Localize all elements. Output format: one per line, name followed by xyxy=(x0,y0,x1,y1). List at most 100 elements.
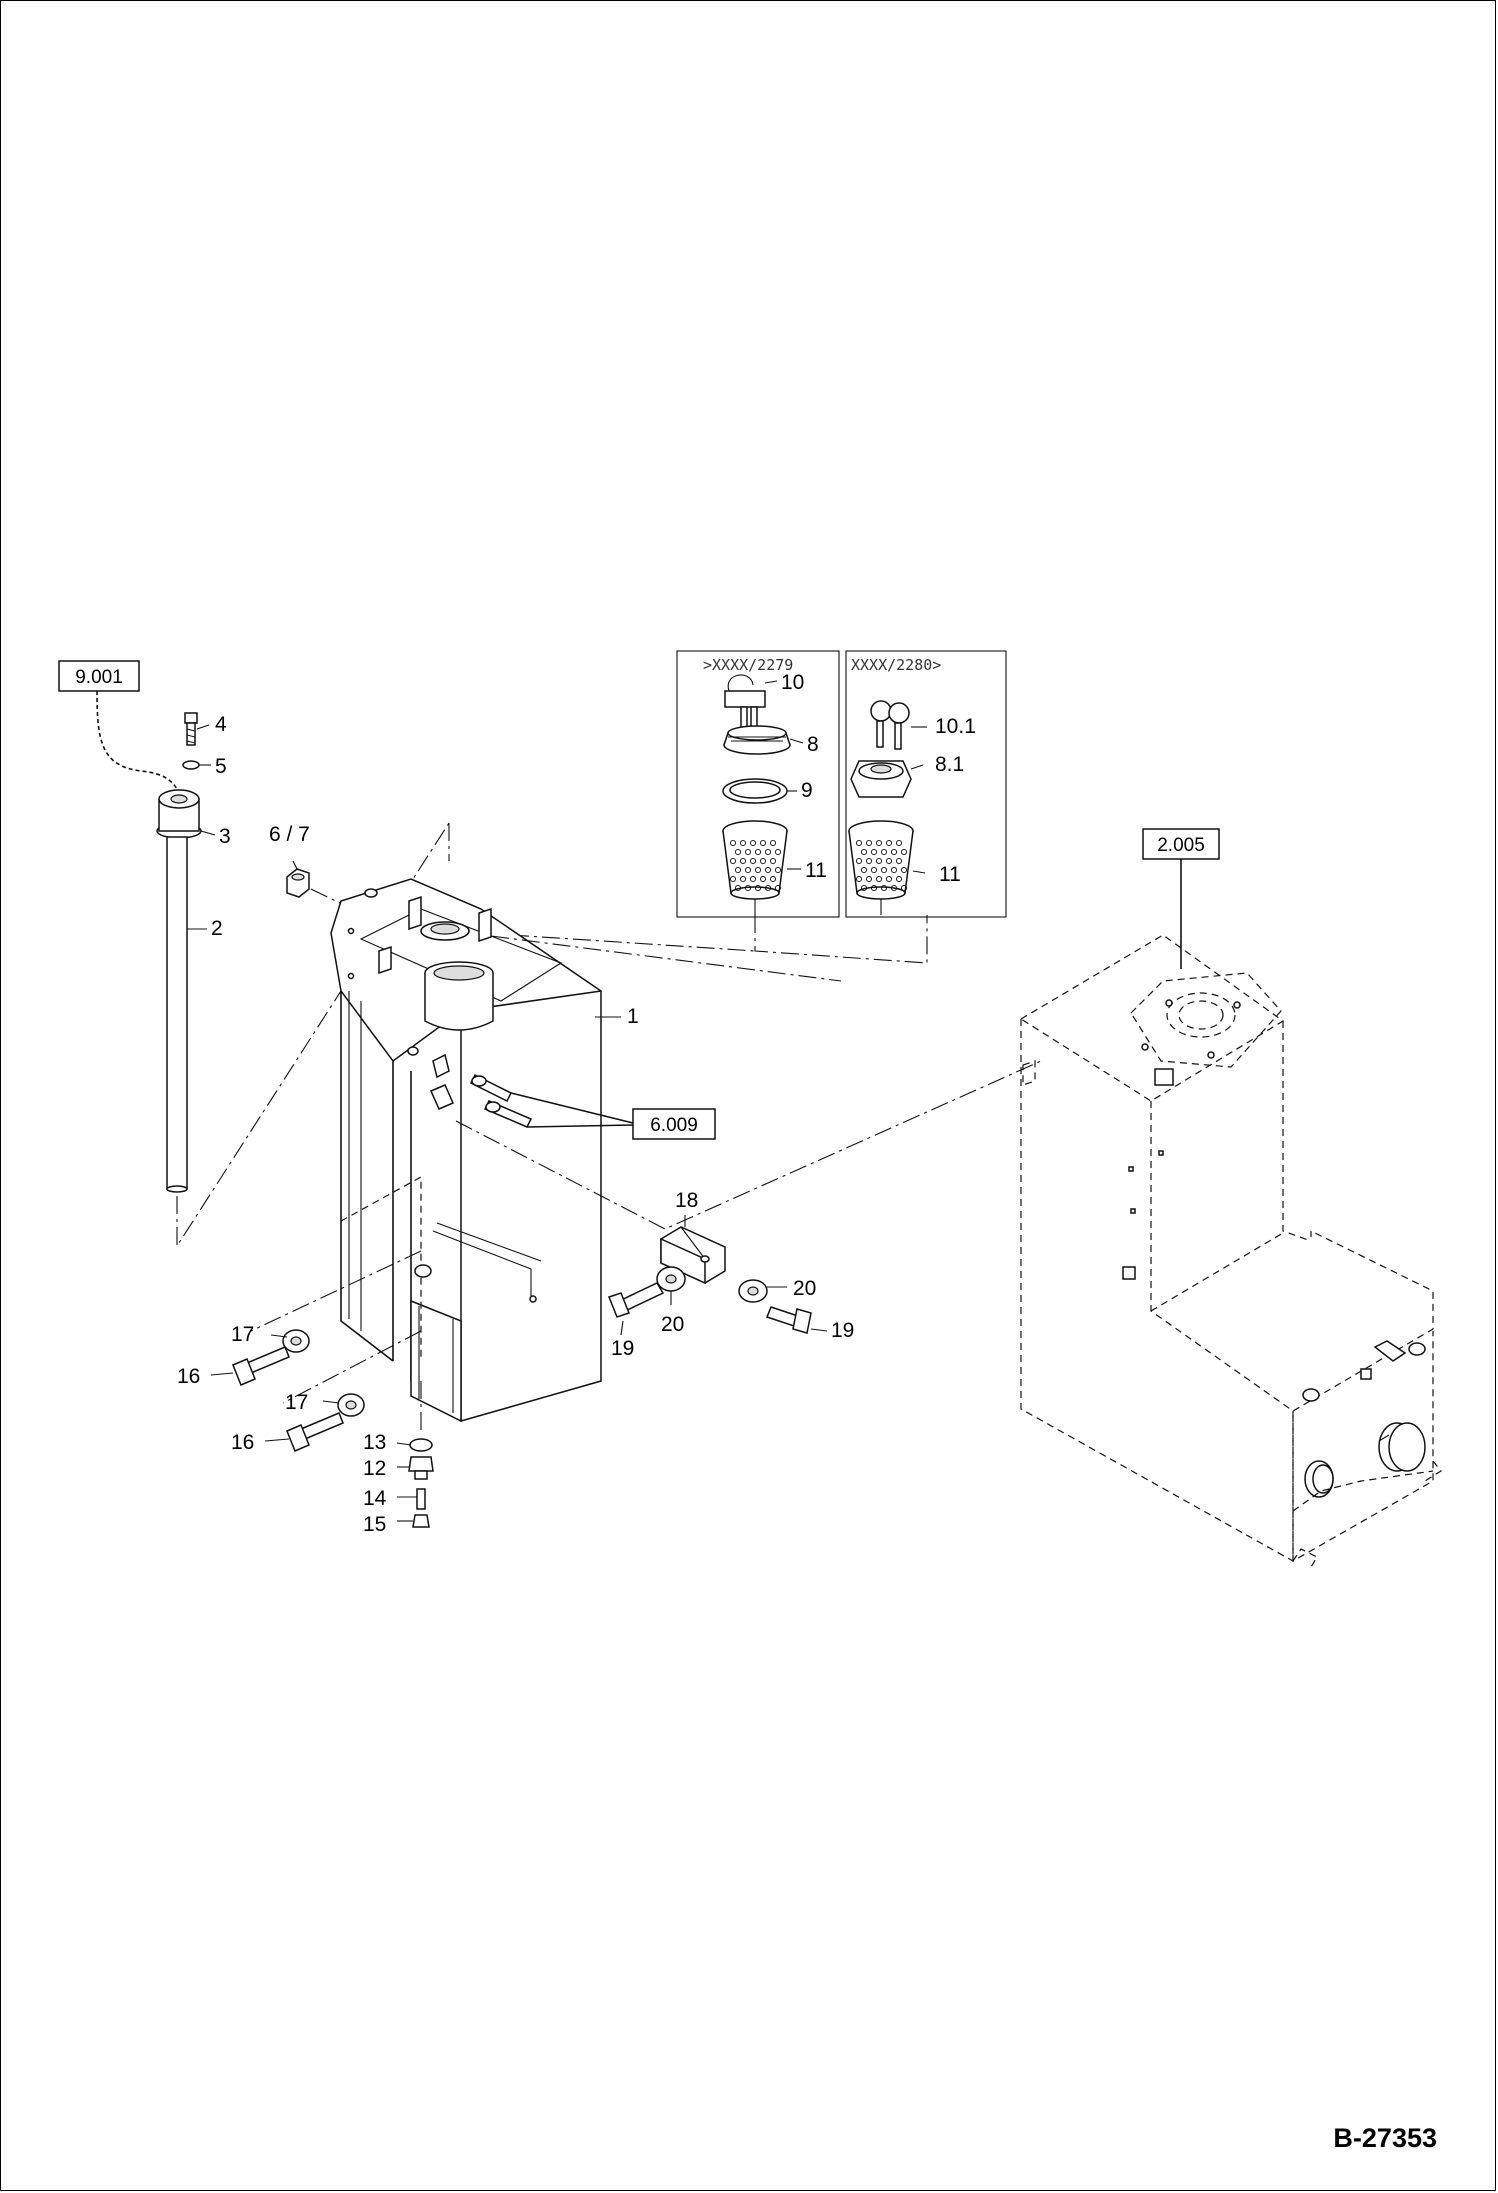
label-10-1[interactable]: 10.1 xyxy=(935,715,976,738)
strainer-hole xyxy=(729,857,737,865)
strainer-hole xyxy=(744,848,752,856)
frame-port-small xyxy=(1304,1460,1334,1498)
strainer-hole xyxy=(754,866,762,874)
strainer-hole xyxy=(744,884,752,892)
label-5[interactable]: 5 xyxy=(215,755,227,778)
label-20-left[interactable]: 20 xyxy=(661,1313,684,1336)
strainer-hole xyxy=(860,866,868,874)
strainer-hole xyxy=(769,875,777,883)
strainer-hole xyxy=(739,857,747,865)
strainer-hole xyxy=(729,839,737,847)
strainer-hole xyxy=(880,884,888,892)
label-9[interactable]: 9 xyxy=(801,779,813,802)
strainer-hole xyxy=(870,848,878,856)
strainer-hole xyxy=(855,857,863,865)
ref-box-9001[interactable]: 9.001 xyxy=(58,660,140,692)
strainer-hole xyxy=(769,839,777,847)
label-19-left[interactable]: 19 xyxy=(611,1337,634,1360)
strainer-hole xyxy=(875,875,883,883)
label-17-lower[interactable]: 17 xyxy=(285,1391,308,1414)
strainer-hole xyxy=(895,857,903,865)
washer-17a xyxy=(282,1329,310,1353)
filler-cap-8 xyxy=(723,725,791,755)
label-2[interactable]: 2 xyxy=(211,917,223,940)
strainer-hole xyxy=(759,839,767,847)
strainer-hole xyxy=(764,884,772,892)
strainer-hole xyxy=(865,857,873,865)
level-sensor-tube-2 xyxy=(166,836,188,1193)
label-3[interactable]: 3 xyxy=(219,825,231,848)
strainer-hole xyxy=(895,839,903,847)
label-13[interactable]: 13 xyxy=(363,1431,386,1454)
strainer-hole xyxy=(875,857,883,865)
label-19-right[interactable]: 19 xyxy=(831,1319,854,1342)
inset-link xyxy=(754,915,928,964)
svg-text:2.005: 2.005 xyxy=(1157,835,1205,856)
screw-4 xyxy=(184,712,198,746)
label-1[interactable]: 1 xyxy=(627,1005,639,1028)
label-16-upper[interactable]: 16 xyxy=(177,1365,200,1388)
document-number: B-27353 xyxy=(1333,2123,1437,2153)
svg-text:XXXX/2280>: XXXX/2280> xyxy=(851,656,941,674)
strainer-hole xyxy=(764,866,772,874)
strainer-hole xyxy=(890,884,898,892)
label-16-lower[interactable]: 16 xyxy=(231,1431,254,1454)
tank-fittings xyxy=(430,1053,533,1128)
nut-6-7 xyxy=(286,868,310,898)
label-8-1[interactable]: 8.1 xyxy=(935,753,964,776)
strainer-hole xyxy=(759,857,767,865)
hydraulic-tank-1 xyxy=(330,878,602,1423)
machine-frame-2005 xyxy=(1019,934,1442,1568)
cap-15 xyxy=(412,1514,430,1528)
label-10[interactable]: 10 xyxy=(781,671,804,694)
label-11-right[interactable]: 11 xyxy=(939,863,961,886)
strainer-hole xyxy=(885,839,893,847)
svg-text:>XXXX/2279: >XXXX/2279 xyxy=(703,656,793,674)
label-11-left[interactable]: 11 xyxy=(805,859,827,882)
bracket-axis xyxy=(455,1060,1042,1230)
leader-6009 xyxy=(510,1092,634,1124)
strainer-hole xyxy=(764,848,772,856)
strainer-hole xyxy=(900,848,908,856)
strainer-hole xyxy=(900,884,908,892)
label-17-upper[interactable]: 17 xyxy=(231,1323,254,1346)
strainer-hole xyxy=(855,875,863,883)
cap-axis xyxy=(490,935,842,982)
strainer-hole xyxy=(865,839,873,847)
inset-left: >XXXX/2279 xyxy=(676,650,840,918)
filler-cap-8-1 xyxy=(850,760,912,798)
bolt-16a xyxy=(232,1346,290,1386)
seal-ring-9 xyxy=(722,778,788,804)
label-15[interactable]: 15 xyxy=(363,1513,386,1536)
strainer-11-left xyxy=(722,820,788,915)
label-20-right[interactable]: 20 xyxy=(793,1277,816,1300)
strainer-hole xyxy=(759,875,767,883)
ref-box-6009[interactable]: 6.009 xyxy=(632,1108,716,1140)
sensor-cable xyxy=(96,690,178,790)
drain-plug-12 xyxy=(408,1456,434,1480)
label-8[interactable]: 8 xyxy=(807,733,819,756)
padlock xyxy=(724,674,766,734)
label-6-7[interactable]: 6 / 7 xyxy=(269,823,310,846)
strainer-hole xyxy=(880,866,888,874)
washer-17b xyxy=(337,1393,365,1417)
level-sensor-head-3 xyxy=(156,789,202,839)
label-4[interactable]: 4 xyxy=(215,713,227,736)
strainer-hole xyxy=(749,839,757,847)
strainer-hole xyxy=(769,857,777,865)
keys xyxy=(870,700,910,750)
svg-text:6.009: 6.009 xyxy=(650,1115,698,1136)
strainer-hole xyxy=(739,875,747,883)
ref-box-2005[interactable]: 2.005 xyxy=(1142,828,1220,860)
label-12[interactable]: 12 xyxy=(363,1457,386,1480)
label-14[interactable]: 14 xyxy=(363,1487,387,1510)
strainer-hole xyxy=(895,875,903,883)
strainer-hole xyxy=(885,857,893,865)
bolt-axis-upper xyxy=(250,1250,422,1332)
washer-20a xyxy=(656,1266,686,1292)
strainer-hole xyxy=(734,848,742,856)
strainer-hole xyxy=(890,848,898,856)
label-18[interactable]: 18 xyxy=(675,1189,698,1212)
